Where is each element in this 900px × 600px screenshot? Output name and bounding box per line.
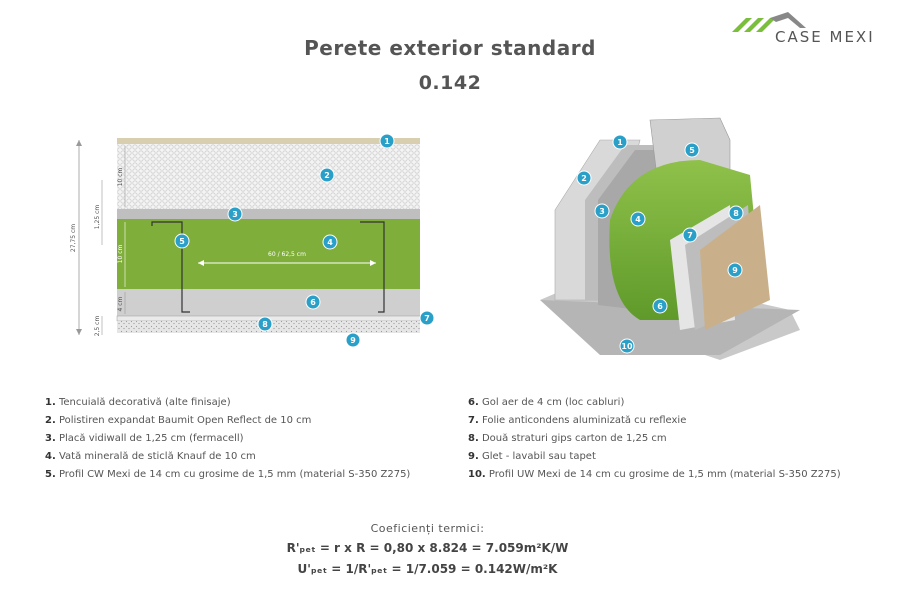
badge-s1: 1 <box>379 133 395 149</box>
layer-eps <box>117 144 420 209</box>
badge-3d5: 5 <box>684 142 700 158</box>
legend-item-7: 7. Folie anticondens aluminizată cu refl… <box>468 415 687 426</box>
svg-text:5: 5 <box>179 237 185 246</box>
badge-3d2: 2 <box>576 170 592 186</box>
layer-air-gap <box>117 289 420 316</box>
page-title: Perete exterior standard <box>304 36 596 60</box>
badge-3d4: 4 <box>630 211 646 227</box>
svg-text:4: 4 <box>635 215 641 224</box>
wall-diagrams: 60 / 62,5 cm 27,75 cm 1,25 cm 10 cm 10 c… <box>70 117 800 360</box>
dim-gap: 4 cm <box>117 296 124 311</box>
svg-text:9: 9 <box>732 266 738 275</box>
svg-text:1: 1 <box>617 138 623 147</box>
cw-profile-left <box>151 221 190 313</box>
page-subtitle: 0.142 <box>418 72 482 94</box>
badge-3d1: 1 <box>612 134 628 150</box>
svg-text:6: 6 <box>657 302 663 311</box>
wall-cross-section: 60 / 62,5 cm 27,75 cm 1,25 cm 10 cm 10 c… <box>70 138 421 337</box>
badge-3d6: 6 <box>652 298 668 314</box>
svg-text:8: 8 <box>262 320 268 329</box>
badge-s2: 2 <box>319 167 335 183</box>
svg-text:3: 3 <box>599 207 605 216</box>
badge-s8: 8 <box>257 316 273 332</box>
spacing-label: 60 / 62,5 cm <box>268 251 306 258</box>
cw-profile-right <box>360 221 385 313</box>
badge-s4: 4 <box>322 234 338 250</box>
legend-item-3: 3. Placă vidiwall de 1,25 cm (fermacell) <box>45 433 244 444</box>
svg-text:8: 8 <box>733 209 739 218</box>
dim-eps: 10 cm <box>117 168 124 187</box>
svg-text:3: 3 <box>232 210 238 219</box>
coefficient-u: U'ₚₑₜ = 1/R'ₚₑₜ = 1/7.059 = 0.142W/m²K <box>297 562 558 576</box>
legend-item-5: 5. Profil CW Mexi de 14 cm cu grosime de… <box>45 469 411 480</box>
legend-item-9: 9. Glet - lavabil sau tapet <box>468 451 596 462</box>
legend-item-10: 10. Profil UW Mexi de 14 cm cu grosime d… <box>468 469 841 480</box>
svg-text:5: 5 <box>689 146 695 155</box>
badge-s5: 5 <box>174 233 190 249</box>
badge-3d7: 7 <box>682 227 698 243</box>
badge-s7: 7 <box>419 310 435 326</box>
legend-item-1: 1. Tencuială decorativă (alte finisaje) <box>45 397 231 408</box>
legend-item-4: 4. Vată minerală de sticlă Knauf de 10 c… <box>45 451 256 462</box>
legend-left: 1. Tencuială decorativă (alte finisaje) … <box>45 394 410 484</box>
svg-text:4: 4 <box>327 238 333 247</box>
badge-s6: 6 <box>305 294 321 310</box>
layer-plaster <box>117 138 420 144</box>
svg-text:9: 9 <box>350 336 356 345</box>
dim-total: 27,75 cm <box>70 224 77 252</box>
wall-3d-illustration <box>540 117 800 360</box>
svg-text:10: 10 <box>621 342 633 351</box>
badge-3d8: 8 <box>728 205 744 221</box>
svg-text:2: 2 <box>324 171 330 180</box>
layer-mineral-wool <box>117 219 420 289</box>
coefficient-r: R'ₚₑₜ = r x R = 0,80 x 8.824 = 7.059m²K/… <box>286 541 569 555</box>
svg-text:2: 2 <box>581 174 587 183</box>
legend-right: 6. Gol aer de 4 cm (loc cabluri) 7. Foli… <box>468 394 841 484</box>
svg-text:6: 6 <box>310 298 316 307</box>
legend-item-8: 8. Două straturi gips carton de 1,25 cm <box>468 433 667 444</box>
svg-text:1: 1 <box>384 137 390 146</box>
badge-s3: 3 <box>227 206 243 222</box>
badge-s9: 9 <box>345 332 361 348</box>
legend-item-6: 6. Gol aer de 4 cm (loc cabluri) <box>468 397 625 408</box>
badge-3d10: 10 <box>619 338 635 354</box>
badge-3d9: 9 <box>727 262 743 278</box>
dim-vidiwall: 1,25 cm <box>94 205 101 230</box>
dim-gypsum: 2,5 cm <box>94 316 101 337</box>
svg-text:7: 7 <box>424 314 430 323</box>
dim-wool: 10 cm <box>117 245 124 264</box>
legend-item-2: 2. Polistiren expandat Baumit Open Refle… <box>45 415 312 426</box>
layer-vidiwall <box>117 209 420 219</box>
logo-text: CASE MEXI <box>775 28 875 46</box>
svg-text:7: 7 <box>687 231 693 240</box>
badge-3d3: 3 <box>594 203 610 219</box>
case-mexi-logo <box>732 12 806 32</box>
coefficients-title: Coeficienți termici: <box>370 522 485 535</box>
